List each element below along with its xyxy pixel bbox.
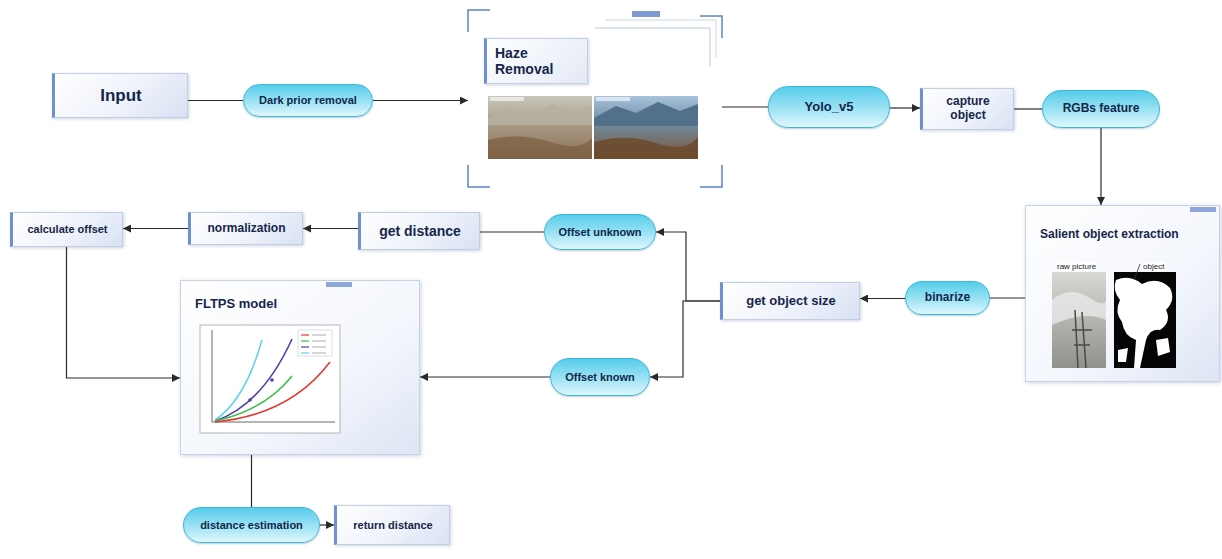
panel-box: Salient object extraction (1025, 205, 1220, 382)
process-pill: binarize (905, 281, 990, 315)
node-label: capture object (931, 95, 1005, 123)
process-box: get object size (720, 282, 860, 320)
accent-bar (1190, 207, 1216, 212)
connector (373, 100, 468, 101)
node-label: get object size (746, 294, 836, 309)
process-pill: distance estimation (183, 507, 320, 543)
process-box: capture object (920, 88, 1014, 130)
fltps-panel-bg (180, 280, 420, 455)
connector (188, 100, 243, 101)
node-label: Input (100, 86, 142, 106)
salient-panel-bg (1025, 205, 1220, 382)
node-label: Yolo_v5 (805, 100, 854, 115)
process-pill: Dark prior removal (243, 84, 373, 117)
panel-heading: FLTPS model (195, 297, 277, 312)
accent-bar (326, 282, 352, 287)
connector (990, 297, 1025, 298)
connector (1100, 128, 1101, 205)
process-pill: Yolo_v5 (768, 86, 890, 128)
connector (890, 107, 920, 108)
node-label: Offset known (565, 371, 635, 384)
process-box: normalization (188, 212, 303, 245)
panel-box: Haze Removal (468, 10, 722, 187)
node-label: normalization (207, 222, 285, 236)
panel-box: FLTPS model (180, 280, 420, 455)
node-label: Dark prior removal (259, 94, 357, 107)
node-label: RGBs feature (1063, 102, 1140, 116)
process-box: calculate offset (10, 212, 123, 247)
connector (67, 247, 181, 378)
accent-bar (632, 11, 660, 17)
connector (123, 228, 188, 229)
process-box: Input (52, 73, 188, 118)
connector (320, 524, 334, 525)
haze-panel-frame (468, 10, 722, 187)
connector (656, 232, 720, 301)
connector (650, 301, 720, 377)
connector (303, 228, 358, 229)
connector (722, 106, 768, 107)
connector (251, 455, 252, 507)
process-pill: Offset known (550, 358, 650, 396)
salient-images (1052, 264, 1176, 368)
node-label: binarize (925, 291, 970, 305)
node-label: distance estimation (200, 519, 303, 532)
image-caption: object (1142, 262, 1165, 271)
connector (860, 298, 905, 299)
haze-photos (488, 96, 698, 159)
connector (420, 376, 550, 377)
node-label: return distance (353, 519, 432, 532)
connector (480, 231, 544, 232)
image-caption: raw picture (1056, 262, 1097, 271)
connector (1014, 108, 1042, 109)
fltps-chart (200, 325, 340, 433)
node-label: Offset unknown (558, 226, 641, 239)
process-box: return distance (334, 505, 450, 545)
process-pill: Offset unknown (544, 214, 656, 250)
node-label: get distance (379, 223, 461, 239)
panel-heading: Haze Removal (484, 38, 588, 84)
node-label: calculate offset (27, 223, 107, 236)
process-pill: RGBs feature (1042, 90, 1160, 128)
panel-heading: Salient object extraction (1040, 228, 1179, 242)
process-box: get distance (358, 212, 480, 250)
